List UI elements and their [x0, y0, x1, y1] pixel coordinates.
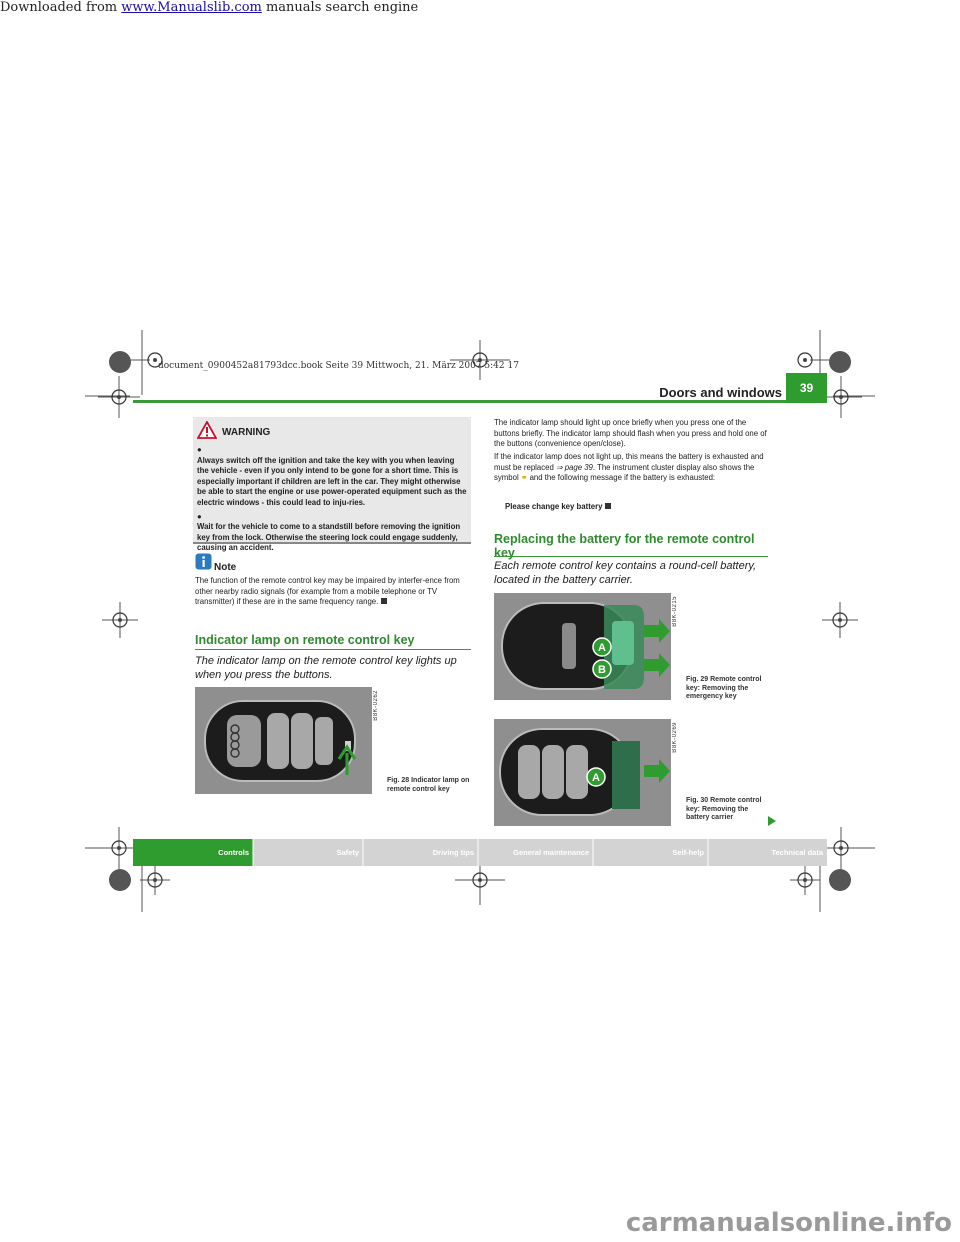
warning-icon — [197, 421, 217, 439]
note-text: The function of the remote control key m… — [195, 576, 460, 607]
figure-29-code: B8K-0215 — [672, 596, 678, 627]
footer-dividers — [252, 839, 709, 866]
page-ref-link[interactable]: ⇒ page 39 — [555, 462, 593, 472]
section1-rule — [195, 649, 471, 650]
banner-suffix: manuals search engine — [265, 0, 419, 15]
end-mark-icon — [604, 503, 611, 509]
page-number: 39 — [799, 381, 814, 395]
warning-list: ●Always switch off the ignition and take… — [197, 445, 467, 557]
footer-tab-safety[interactable]: Safety — [336, 848, 359, 857]
warning-box — [193, 417, 471, 544]
section2-rule — [494, 556, 768, 557]
figure-28-code: B8K-0262 — [373, 690, 379, 721]
warning-title: WARNING — [222, 427, 271, 438]
emergency-key-illustration: A B — [494, 593, 671, 700]
fig29-label-a: A — [598, 642, 606, 654]
fig29-label-b: B — [598, 664, 606, 676]
warning-item: ●Always switch off the ignition and take… — [197, 445, 467, 507]
banner-prefix: Downloaded from — [0, 0, 118, 15]
figure-30-code: B8K-0269 — [672, 722, 678, 753]
figure-28 — [195, 687, 372, 794]
figure-30: A — [494, 719, 671, 826]
right-para-1: The indicator lamp should light up once … — [494, 418, 767, 449]
end-mark-icon — [380, 598, 387, 605]
right-para-2: If the indicator lamp does not light up,… — [494, 452, 764, 483]
file-stamp: document_0900452a81793dcc.book Seite 39 … — [158, 361, 519, 371]
remote-key-illustration — [195, 687, 372, 794]
warning-item: ●Wait for the vehicle to come to a stand… — [197, 511, 461, 553]
continue-arrow-icon — [768, 816, 776, 826]
top-banner: Downloaded from www.Manualslib.com manua… — [0, 0, 418, 15]
figure-30-caption: Fig. 30 Remote control key: Removing the… — [686, 797, 762, 821]
figure-29-caption: Fig. 29 Remote control key: Removing the… — [686, 676, 762, 700]
footer-tab-general-maintenance[interactable]: General maintenance — [513, 848, 589, 857]
header-rule — [133, 400, 786, 403]
footer-tab-technical-data[interactable]: Technical data — [771, 848, 823, 857]
note-title: Note — [214, 562, 237, 573]
battery-carrier-illustration: A — [494, 719, 671, 826]
key-battery-icon: ⚭ — [520, 473, 528, 483]
footer-tab-controls[interactable]: Controls — [133, 839, 253, 866]
section2-subtitle: Each remote control key contains a round… — [494, 560, 757, 586]
chapter-title: Doors and windows — [659, 385, 782, 400]
fig30-label-a: A — [592, 772, 600, 784]
section1-subtitle: The indicator lamp on the remote control… — [195, 655, 457, 681]
figure-29: A B — [494, 593, 671, 700]
info-icon — [195, 553, 212, 570]
manualslib-link[interactable]: www.Manualslib.com — [121, 0, 262, 15]
footer-tab-self-help[interactable]: Self-help — [672, 848, 704, 857]
footer-tab-driving-tips[interactable]: Driving tips — [432, 848, 474, 857]
figure-28-caption: Fig. 28 Indicator lamp on remote control… — [387, 777, 470, 793]
battery-message: Please change key battery — [505, 502, 611, 513]
section1-heading: Indicator lamp on remote control key — [195, 633, 415, 647]
page-number-block — [786, 373, 827, 403]
bottom-watermark: carmanualsonline.info — [625, 1208, 952, 1238]
